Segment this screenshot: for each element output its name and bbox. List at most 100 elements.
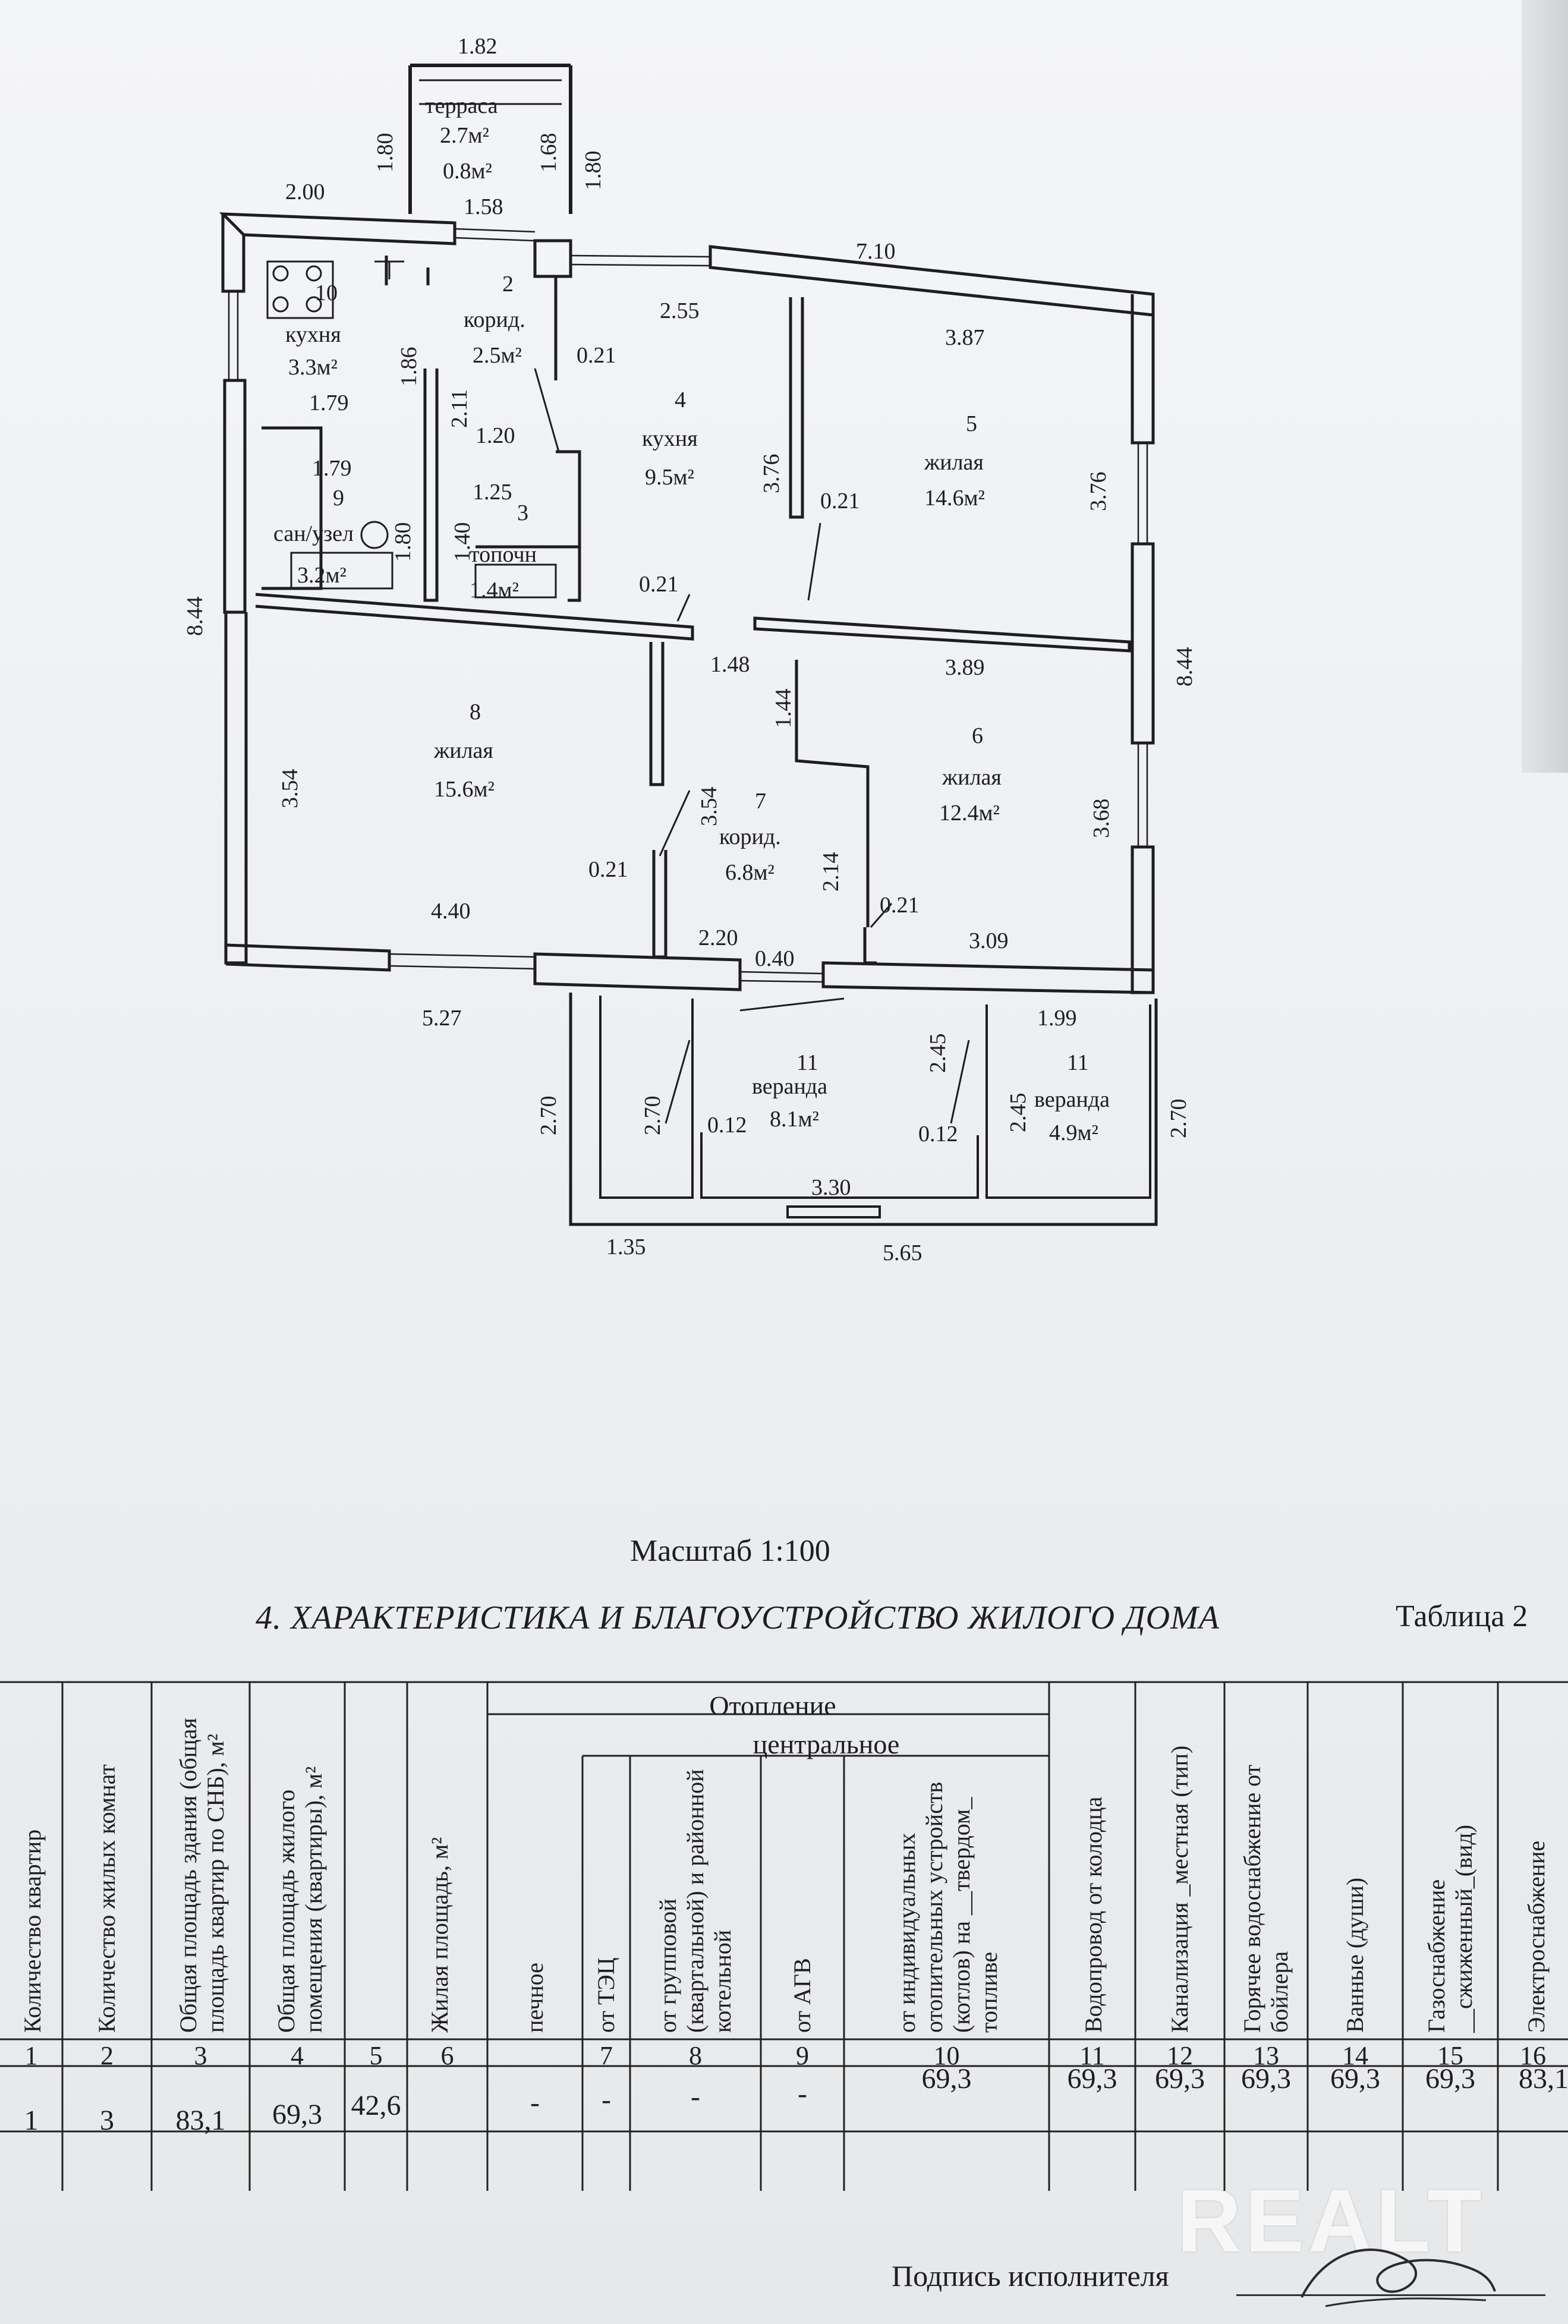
table-cell: 42,6 bbox=[351, 2090, 401, 2121]
dimension-label: 1.86 bbox=[396, 347, 421, 387]
dimension-label: 8.44 bbox=[1172, 647, 1197, 687]
table-cell: 69,3 bbox=[1155, 2063, 1205, 2095]
room-area: 1.4м² bbox=[470, 578, 519, 603]
room-number: 7 bbox=[755, 789, 766, 814]
table-cell: - bbox=[530, 2087, 540, 2118]
dimension-label: 2.70 bbox=[640, 1096, 665, 1136]
dimension-label: 5.65 bbox=[883, 1240, 922, 1265]
dimension-label: 7.10 bbox=[856, 239, 896, 264]
dimension-label: 2.70 bbox=[1166, 1099, 1191, 1139]
room-area: 8.1м² bbox=[770, 1107, 819, 1132]
dimension-label: 1.79 bbox=[309, 391, 349, 415]
column-number: 9 bbox=[796, 2041, 809, 2070]
table-cell: 69,3 bbox=[921, 2063, 972, 2095]
dimension-label: 1.68 bbox=[536, 133, 561, 173]
floor-plan: терраса 2.7м² 0.8м² 10 кухня 3.3м² 2 кор… bbox=[182, 34, 1197, 1265]
dimension-label: 0.21 bbox=[820, 489, 860, 514]
column-header: Общая площадь жилого помещения (квартиры… bbox=[273, 1766, 327, 2033]
dimension-label: 1.25 bbox=[473, 480, 512, 505]
room-label: терраса bbox=[425, 93, 498, 118]
column-number: 2 bbox=[100, 2041, 114, 2070]
room-number: 11 bbox=[796, 1050, 818, 1075]
table-cell: - bbox=[798, 2078, 807, 2109]
heating-group-header: Отопление bbox=[709, 1690, 836, 1721]
room-number: 9 bbox=[333, 486, 344, 511]
dimension-label: 2.45 bbox=[1006, 1093, 1031, 1133]
room-number: 3 bbox=[517, 500, 528, 525]
dimension-label: 0.21 bbox=[880, 893, 920, 918]
dimension-label: 1.35 bbox=[606, 1235, 646, 1259]
column-header: Количество квартир bbox=[19, 1829, 46, 2033]
room-number: 4 bbox=[675, 388, 686, 412]
column-number: 3 bbox=[194, 2041, 207, 2070]
dimension-label: 2.45 bbox=[925, 1034, 950, 1073]
dimension-label: 4.40 bbox=[431, 899, 471, 924]
section-title: 4. ХАРАКТЕРИСТИКА И БЛАГОУСТРОЙСТВО ЖИЛО… bbox=[256, 1599, 1220, 1636]
room-label: жилая bbox=[942, 765, 1002, 790]
room-area: 0.8м² bbox=[443, 159, 492, 184]
room-label: корид. bbox=[719, 824, 781, 849]
room-label: сан/узел bbox=[273, 521, 354, 546]
table-cell: 1 bbox=[24, 2105, 39, 2136]
column-header: Водопровод от колодца bbox=[1080, 1796, 1107, 2033]
dimension-label: 3.54 bbox=[278, 769, 303, 809]
table-cell: 69,3 bbox=[1241, 2063, 1291, 2095]
room-number: 11 bbox=[1067, 1050, 1089, 1075]
column-number: 1 bbox=[24, 2041, 38, 2070]
dimension-label: 2.20 bbox=[698, 925, 738, 950]
column-header: Горячее водоснабжение от бойлера bbox=[1239, 1764, 1293, 2033]
room-area: 12.4м² bbox=[939, 801, 1000, 826]
room-number: 2 bbox=[502, 272, 514, 297]
column-number: 12 bbox=[1167, 2041, 1193, 2070]
room-area: 4.9м² bbox=[1049, 1120, 1098, 1145]
dimension-label: 0.21 bbox=[639, 572, 679, 597]
room-number: 6 bbox=[972, 723, 983, 748]
column-header: Ванные (души) bbox=[1342, 1877, 1368, 2033]
table-grid bbox=[0, 1681, 1568, 2191]
dimension-label: 2.14 bbox=[818, 852, 843, 892]
column-number: 11 bbox=[1079, 2041, 1105, 2070]
room-label: жилая bbox=[433, 738, 493, 763]
dimension-label: 3.76 bbox=[1086, 472, 1111, 512]
dimension-label: 1.80 bbox=[373, 133, 398, 173]
room-area: 15.6м² bbox=[434, 777, 495, 802]
signature-line bbox=[1236, 2294, 1545, 2296]
column-header: Электроснабжение bbox=[1523, 1840, 1550, 2033]
room-number: 10 bbox=[315, 281, 338, 306]
column-header: печное bbox=[521, 1963, 548, 2033]
column-header: Газоснабжение __сжиженный_(вид) bbox=[1423, 1824, 1477, 2033]
dimension-label: 2.00 bbox=[285, 180, 325, 204]
column-number: 8 bbox=[689, 2041, 702, 2070]
dimension-label: 3.68 bbox=[1089, 799, 1114, 839]
table-number: Таблица 2 bbox=[1396, 1599, 1528, 1633]
room-area: 3.2м² bbox=[297, 563, 347, 588]
dimension-label: 1.44 bbox=[771, 689, 796, 729]
central-group-header: центральное bbox=[752, 1729, 900, 1759]
dimension-label: 1.99 bbox=[1037, 1006, 1077, 1031]
column-number: 10 bbox=[933, 2041, 960, 2070]
dimension-label: 0.21 bbox=[588, 857, 628, 882]
dimension-label: 0.21 bbox=[577, 343, 616, 368]
table-cell: 3 bbox=[100, 2105, 114, 2136]
table-cell: 69,3 bbox=[1067, 2063, 1117, 2095]
dimension-label: 1.82 bbox=[458, 34, 498, 59]
column-number: 4 bbox=[291, 2041, 304, 2070]
room-label: веранда bbox=[1034, 1087, 1110, 1112]
dimension-label: 3.89 bbox=[945, 655, 985, 680]
dimension-label: 3.09 bbox=[969, 928, 1009, 953]
dimension-label: 3.87 bbox=[945, 325, 985, 350]
room-label: кухня bbox=[285, 322, 341, 347]
column-header: Канализация _местная (тип) bbox=[1166, 1745, 1193, 2033]
signature-label: Подпись исполнителя bbox=[892, 2259, 1169, 2292]
dimension-label: 1.20 bbox=[476, 423, 515, 448]
dimension-label: 8.44 bbox=[182, 597, 207, 637]
column-number: 15 bbox=[1437, 2041, 1463, 2070]
table-cell: - bbox=[691, 2081, 700, 2112]
dimension-label: 1.48 bbox=[710, 652, 750, 677]
room-area: 3.3м² bbox=[288, 355, 338, 380]
table-cell: 83,1 bbox=[1519, 2063, 1568, 2095]
dimension-label: 1.40 bbox=[450, 522, 475, 562]
table-cell: 83,1 bbox=[175, 2105, 226, 2136]
table-cell: 69,3 bbox=[1425, 2063, 1475, 2095]
